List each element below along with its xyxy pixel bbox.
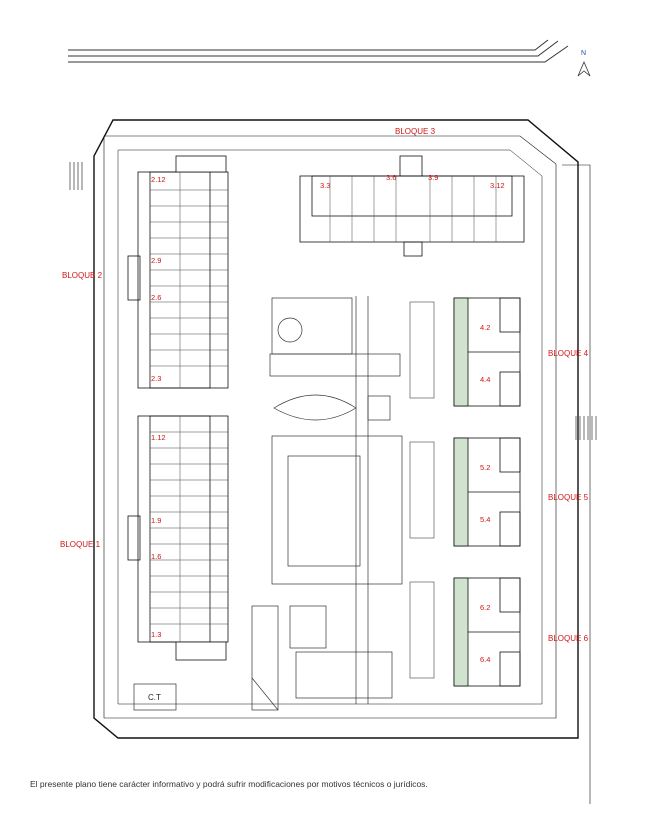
unit-label: 6.2 [480,603,490,612]
central-area [251,296,403,711]
bloque-4-building [453,297,521,407]
bloque-5-label: BLOQUE 5 [548,493,589,502]
unit-label: 1.9 [151,516,161,525]
unit-label: 1.12 [151,433,166,442]
bloque-2-rows [150,172,228,388]
unit-label: 4.2 [480,323,490,332]
bloque-6-building [453,577,521,687]
svg-text:C.T: C.T [148,693,161,702]
unit-label: 3.6 [386,173,396,182]
unit-label: 2.12 [151,175,166,184]
bloque-6-label: BLOQUE 6 [548,634,589,643]
bloque-4-label: BLOQUE 4 [548,349,589,358]
bloque-3-building [299,155,525,257]
bloque-3-cols [329,176,497,242]
right-parking-strips [409,301,435,679]
bloque-1-label: BLOQUE 1 [60,540,101,549]
unit-label: 2.6 [151,293,161,302]
unit-label: 3.12 [490,181,505,190]
unit-label: 6.4 [480,655,490,664]
right-entrance [575,416,597,440]
unit-label: 2.3 [151,374,161,383]
ct-box: C.T [133,683,177,711]
disclaimer-text: El presente plano tiene carácter informa… [30,779,428,789]
unit-label: 5.4 [480,515,490,524]
unit-label: 3.3 [320,181,330,190]
bloque-1-rows [150,416,228,642]
bloque-2-label: BLOQUE 2 [62,271,103,280]
unit-label: 4.4 [480,375,490,384]
unit-label: 3.9 [428,173,438,182]
bloque-5-building [453,437,521,547]
unit-label: 2.9 [151,256,161,265]
svg-text:N: N [581,50,586,57]
bloque-2-building [127,155,229,389]
bloque-1-building [127,415,229,661]
road-lines [68,39,569,63]
left-entrance [69,162,83,190]
unit-label: 1.3 [151,630,161,639]
unit-label: 1.6 [151,552,161,561]
bloque-3-label: BLOQUE 3 [395,127,436,136]
unit-label: 5.2 [480,463,490,472]
north-arrow-icon: N [577,50,591,77]
site-boundary [93,119,591,804]
